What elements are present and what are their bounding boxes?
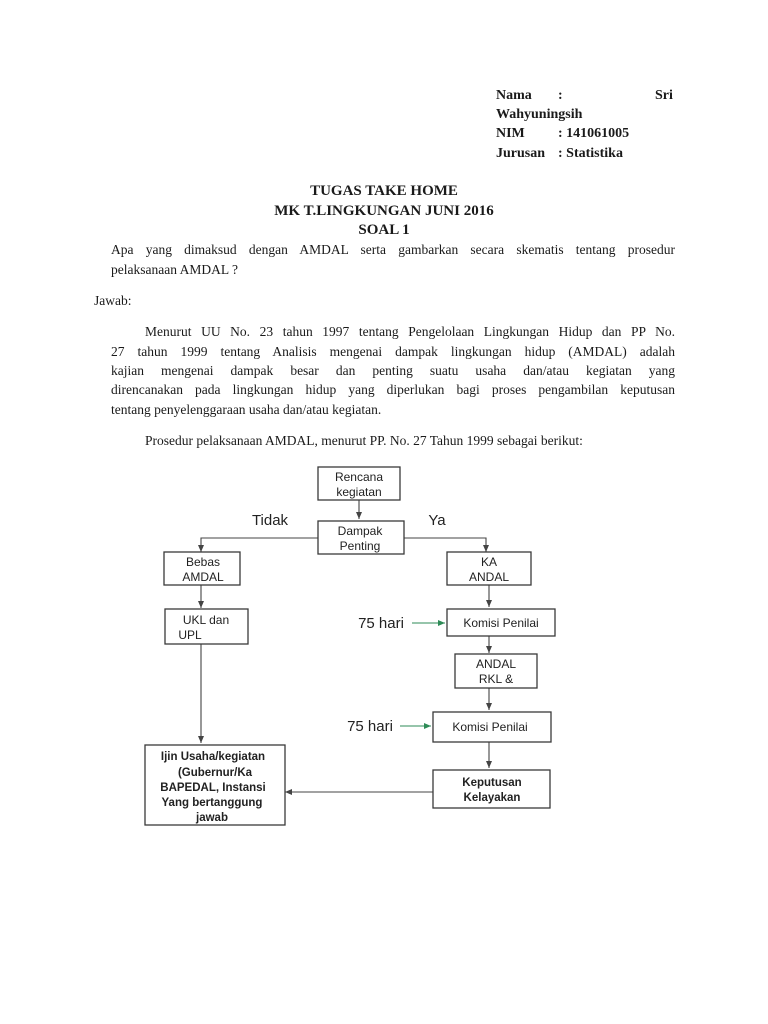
ka-line-2: ANDAL bbox=[469, 570, 509, 584]
question-line-2: pelaksanaan AMDAL ? bbox=[111, 262, 238, 277]
answer-line-4: direncanakan pada lingkungan hidup yang … bbox=[111, 382, 675, 397]
nim-value: : 141061005 bbox=[558, 126, 630, 141]
ijin-line-1: Ijin Usaha/kegiatan bbox=[161, 751, 265, 763]
nama-value-second: Wahyuningsih bbox=[496, 107, 583, 122]
box-ukl-upl bbox=[164, 608, 249, 645]
nama-label: Nama bbox=[496, 88, 532, 103]
box-bebas-amdal bbox=[163, 551, 241, 586]
komisi-2-text: Komisi Penilai bbox=[452, 720, 527, 734]
jurusan-label: Jurusan bbox=[496, 146, 546, 161]
nama-separator: : bbox=[558, 88, 563, 103]
bebas-line-2: AMDAL bbox=[182, 570, 224, 584]
ijin-line-2: (Gubernur/Ka bbox=[178, 767, 253, 779]
dampak-line-2: Penting bbox=[340, 539, 381, 553]
ijin-line-4: Yang bertanggung bbox=[162, 797, 263, 809]
title-line-3: SOAL 1 bbox=[358, 222, 410, 238]
keputusan-line-2: Kelayakan bbox=[464, 792, 521, 804]
box-dampak-penting bbox=[317, 520, 405, 555]
answer-line-2: 27 tahun 1999 tentang Analisis mengenai … bbox=[111, 344, 675, 359]
rencana-line-1: Rencana bbox=[335, 470, 383, 484]
title-line-1: TUGAS TAKE HOME bbox=[310, 183, 458, 199]
answer-line-1: Menurut UU No. 23 tahun 1997 tentang Pen… bbox=[145, 324, 675, 339]
ijin-line-3: BAPEDAL, Instansi bbox=[160, 782, 265, 794]
answer-procedure-intro: Prosedur pelaksanaan AMDAL, menurut PP. … bbox=[145, 433, 583, 448]
keputusan-line-1: Keputusan bbox=[462, 777, 521, 789]
dampak-line-1: Dampak bbox=[338, 524, 384, 538]
andal-line-2: RKL & bbox=[479, 672, 513, 686]
nim-label: NIM bbox=[496, 126, 525, 141]
rencana-line-2: kegiatan bbox=[336, 485, 381, 499]
bebas-line-1: Bebas bbox=[186, 555, 220, 569]
box-ijin-usaha bbox=[144, 744, 286, 826]
label-75-hari-1: 75 hari bbox=[358, 615, 404, 632]
ijin-line-5: jawab bbox=[195, 812, 228, 824]
komisi-1-text: Komisi Penilai bbox=[463, 616, 538, 630]
box-andal-rkl bbox=[454, 653, 538, 689]
ukl-line-1: UKL dan bbox=[183, 613, 229, 627]
label-75-hari-2: 75 hari bbox=[347, 718, 393, 735]
box-keputusan-kelayakan bbox=[432, 769, 551, 809]
jurusan-value: : Statistika bbox=[558, 146, 623, 161]
box-komisi-penilai-1 bbox=[446, 608, 556, 637]
title-line-2: MK T.LINGKUNGAN JUNI 2016 bbox=[274, 203, 494, 219]
box-ka-andal bbox=[446, 551, 532, 586]
label-ya: Ya bbox=[428, 512, 446, 529]
answer-label: Jawab: bbox=[94, 293, 132, 308]
question-line-1: Apa yang dimaksud dengan AMDAL serta gam… bbox=[111, 242, 675, 257]
ka-line-1: KA bbox=[481, 555, 497, 569]
nama-value-first: Sri bbox=[655, 88, 673, 103]
box-komisi-penilai-2 bbox=[432, 711, 552, 743]
andal-line-1: ANDAL bbox=[476, 657, 516, 671]
answer-line-3: kajian mengenai dampak besar dan penting… bbox=[111, 363, 675, 378]
answer-line-5: tentang penyelenggaraan usaha dan/atau k… bbox=[111, 402, 382, 417]
box-rencana-kegiatan bbox=[317, 466, 401, 501]
label-tidak: Tidak bbox=[252, 512, 289, 529]
ukl-line-2: UPL bbox=[178, 628, 202, 642]
